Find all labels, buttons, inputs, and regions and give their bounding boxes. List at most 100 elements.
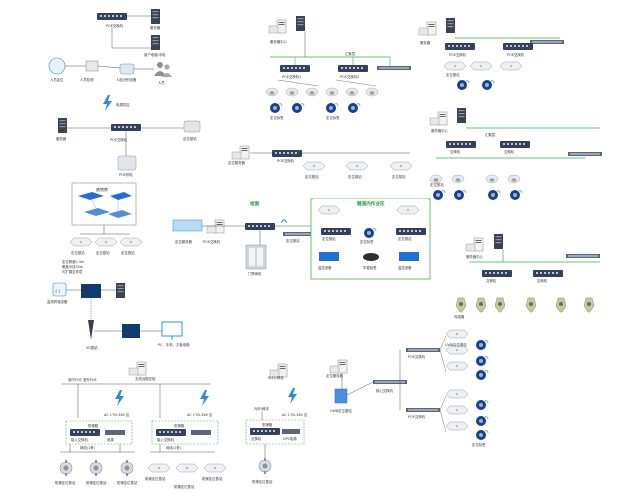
r3-cam3-icon <box>487 189 501 201</box>
tr-pc-icon <box>418 21 437 36</box>
bl-net-label-a: 网线(1条) <box>80 445 96 450</box>
bl-box1-title: 防爆箱 <box>88 423 99 428</box>
top-client-label: 用户电脑/手机 <box>144 52 166 57</box>
bl-pc-label: 无线远程控制 <box>135 376 156 381</box>
bl-ap5-icon <box>175 463 199 473</box>
tc-dome4-icon <box>325 87 339 97</box>
bl-net-a: 室内POE <box>68 377 82 382</box>
r4-sensor2-icon <box>475 297 487 313</box>
tc-sw1-icon <box>280 65 310 72</box>
gateway-label: ((·)) <box>84 290 91 294</box>
r4-sensor5-icon <box>555 297 567 313</box>
tr-server-label: 服务器 <box>420 40 431 45</box>
bl-gear2-icon <box>89 459 103 477</box>
tower-icon <box>88 320 94 340</box>
mid-center-cluster: 定位服务器 POE交换机 定位基站 定位基站 定位基站 <box>228 145 413 179</box>
center-ap-label: 定位基站 <box>183 136 197 141</box>
gate-label: 门禁闸机 <box>248 271 262 276</box>
bc-sw-icon <box>250 428 280 435</box>
tc-dome2-icon <box>285 87 299 97</box>
bl-voltage-1: AC 1'5V-36V 区 <box>104 413 130 417</box>
br-server-icon <box>334 388 348 404</box>
poe-box-icon <box>117 155 137 171</box>
right-sensor-cluster: 服务器中心 交换机 交换机 传感器 <box>454 234 600 319</box>
bl-ap-label-5: 防爆定位基站 <box>174 484 195 489</box>
office-b-label: 定位标签 <box>360 239 374 244</box>
top-client-icon <box>151 35 160 50</box>
region-note-3: 可扩展至多层 <box>62 269 83 274</box>
bl-bolt1-icon <box>115 390 124 406</box>
r4-sensor6-icon <box>583 297 595 313</box>
tc-server-icon <box>296 16 305 31</box>
tc-bus-label: 汇聚层 <box>345 51 356 56</box>
mc-ap-label-1: 定位基站 <box>305 174 319 179</box>
br-ap5-icon <box>445 405 469 415</box>
bl-gear1-icon <box>59 459 73 477</box>
br-cam3-icon <box>475 369 489 381</box>
terminal-box-label: 监测终端设备 <box>47 299 68 304</box>
people-icon <box>154 62 172 77</box>
bl-ap-label-6: 防爆定位基站 <box>202 476 223 481</box>
tc-cam-label-1: 定位标签 <box>270 115 284 120</box>
tc-dome3-icon <box>305 87 319 97</box>
tr-ap-label: 定位基站 <box>446 72 460 77</box>
tr-sw2-label: POE交换机 <box>507 52 525 57</box>
bl-pc-icon <box>128 361 147 376</box>
mc-ap-label-2: 定位基站 <box>348 174 362 179</box>
r3-dome4-icon <box>507 174 521 184</box>
tc-sw2-label: POE交换机2 <box>340 74 359 79</box>
gateway2-label: ((·)) <box>125 330 132 334</box>
tr-cam1-icon <box>456 79 470 91</box>
r4-sw1-icon <box>482 270 512 277</box>
r4-sensor4-icon <box>525 297 537 313</box>
region-note-2: 覆盖半径30m <box>62 264 84 269</box>
br-pc-label: 定位服务器 <box>326 373 344 378</box>
mc-pc-label: 定位服务器 <box>228 160 246 165</box>
power-label: 电源供应 <box>116 102 130 107</box>
r4-server-icon <box>494 234 503 249</box>
center-server-label: 服务器 <box>56 136 67 141</box>
site-sw-label: POE交换机 <box>203 239 221 244</box>
tr-server-icon <box>446 18 455 33</box>
br-ap1-icon <box>445 329 469 339</box>
lightning-icon <box>103 95 112 111</box>
r3-cam4-icon <box>509 189 523 201</box>
br-ap-label: UWB定位基站 <box>445 342 467 347</box>
site-server-icon <box>172 219 203 232</box>
bl-box1-sw-label: 接入交换机 <box>71 437 89 442</box>
office-box: 隧道内作业区 定位基站 定位标签 定位基站 监控设备 车载标签 监控设备 <box>310 198 431 280</box>
bl-ap-label-3: 防爆定位基站 <box>117 480 138 485</box>
gateway2-icon <box>122 324 140 338</box>
mc-ap-label-3: 定位基站 <box>392 174 406 179</box>
center-poe-cluster: 电源供应 服务器 POE交换机 定位基站 POE供电 <box>56 95 201 177</box>
br-cam6-icon <box>475 429 489 441</box>
bc-ups-icon <box>282 429 300 434</box>
terminal-label: 人员检测 <box>80 77 94 82</box>
office-c-label: 监控设备 <box>318 265 332 270</box>
office-sw1-icon <box>321 228 351 235</box>
tc-dome5-icon <box>345 87 359 97</box>
center-server-icon <box>58 118 67 133</box>
r4-sw2-icon <box>533 270 563 277</box>
office-title: 隧道内作业区 <box>357 200 385 207</box>
tr-ap1-icon <box>443 61 467 71</box>
tr-ap2-icon <box>469 61 493 71</box>
br-ap6-icon <box>445 421 469 431</box>
tr-ap3-icon <box>499 61 523 71</box>
br-ap3-icon <box>445 361 469 371</box>
bc-voltage-label: AC 1'5V-36V 区 <box>282 413 308 417</box>
tc-cam2-icon <box>291 102 305 114</box>
terminal-icon <box>85 60 99 72</box>
site-server-label: 定位服务器 <box>175 239 193 244</box>
mc-pc-icon <box>231 145 250 160</box>
r4-core-icon <box>566 254 600 258</box>
top-switch-label: POE交换机 <box>106 23 124 28</box>
bl-ap6-icon <box>203 463 227 473</box>
region-title: 底地库 <box>96 186 108 192</box>
r3-cam1-icon <box>432 189 446 201</box>
r3-ap-label: 定位基站 <box>430 182 444 187</box>
bl-box2-title: 防爆箱 <box>174 423 185 428</box>
bl-box1-sw-icon <box>70 429 100 436</box>
office-rack-icon <box>319 252 339 261</box>
